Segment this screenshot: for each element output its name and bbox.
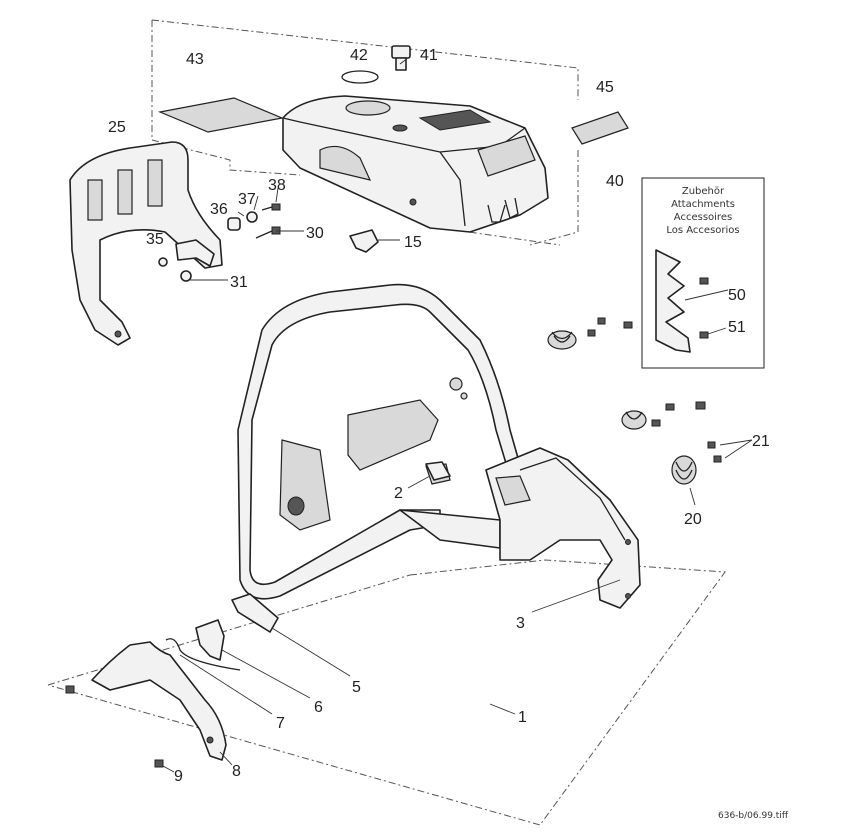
file-name-label: 636-b/06.99.tiff xyxy=(718,811,789,821)
spacer-block-2 xyxy=(425,461,451,481)
callout-35: 35 xyxy=(146,231,164,248)
washer-31a xyxy=(158,257,168,267)
callout-37: 37 xyxy=(238,191,256,208)
spacer-36 xyxy=(227,217,241,231)
callout-38: 38 xyxy=(268,177,286,194)
plug-41 xyxy=(391,45,411,71)
screw-9 xyxy=(154,759,164,768)
callout-8: 8 xyxy=(232,763,241,780)
spring-mount-middle xyxy=(621,401,706,430)
clip-15 xyxy=(349,229,379,253)
callout-15: 15 xyxy=(404,234,422,251)
plate-5 xyxy=(231,593,279,633)
accessories-label-fr: Accessoires xyxy=(674,212,732,223)
screw-bottom-left xyxy=(65,685,75,694)
callout-36: 36 xyxy=(210,201,228,218)
seal-ring-42 xyxy=(341,70,379,84)
screw-30 xyxy=(255,226,281,239)
callout-45: 45 xyxy=(596,79,614,96)
callout-21: 21 xyxy=(752,433,770,450)
accessories-label-de: Zubehör xyxy=(682,186,725,197)
callout-30: 30 xyxy=(306,225,324,242)
callout-2: 2 xyxy=(394,485,403,502)
top-cover xyxy=(282,95,549,233)
spring-7 xyxy=(165,638,241,671)
accessories-label-es: Los Accesorios xyxy=(666,225,739,236)
callout-5: 5 xyxy=(352,679,361,696)
callout-40: 40 xyxy=(606,173,624,190)
spring-mount-upper xyxy=(547,317,633,350)
screw-38 xyxy=(261,203,281,211)
main-handle-body xyxy=(485,447,641,609)
callout-6: 6 xyxy=(314,699,323,716)
washer-37 xyxy=(246,211,258,223)
callout-31: 31 xyxy=(230,274,248,291)
spring-mount-20 xyxy=(671,441,722,485)
front-hand-guard-25 xyxy=(69,141,223,346)
bumper-spike-50 xyxy=(655,249,691,353)
callout-9: 9 xyxy=(174,768,183,785)
decal-plate-43 xyxy=(157,97,285,133)
nut-31 xyxy=(180,270,192,282)
callout-3: 3 xyxy=(516,615,525,632)
callout-labels: 43 42 41 45 40 25 38 37 36 30 15 35 31 5… xyxy=(108,47,770,785)
callout-43: 43 xyxy=(186,51,204,68)
callout-50: 50 xyxy=(728,287,746,304)
rear-handle-frame xyxy=(237,283,521,600)
callout-42: 42 xyxy=(350,47,368,64)
callout-20: 20 xyxy=(684,511,702,528)
guard-8 xyxy=(91,641,227,761)
accessories-box: Zubehör Attachments Accessoires Los Acce… xyxy=(641,177,765,369)
lever-6 xyxy=(195,619,225,661)
leader-lines xyxy=(162,57,753,773)
callout-1: 1 xyxy=(518,709,527,726)
callout-25: 25 xyxy=(108,119,126,136)
decal-45 xyxy=(571,111,629,145)
accessories-label-en: Attachments xyxy=(671,199,735,210)
callout-7: 7 xyxy=(276,715,285,732)
callout-41: 41 xyxy=(420,47,438,64)
callout-51: 51 xyxy=(728,319,746,336)
bracket-35 xyxy=(175,239,215,267)
top-cover-assembly-frame xyxy=(151,19,579,246)
